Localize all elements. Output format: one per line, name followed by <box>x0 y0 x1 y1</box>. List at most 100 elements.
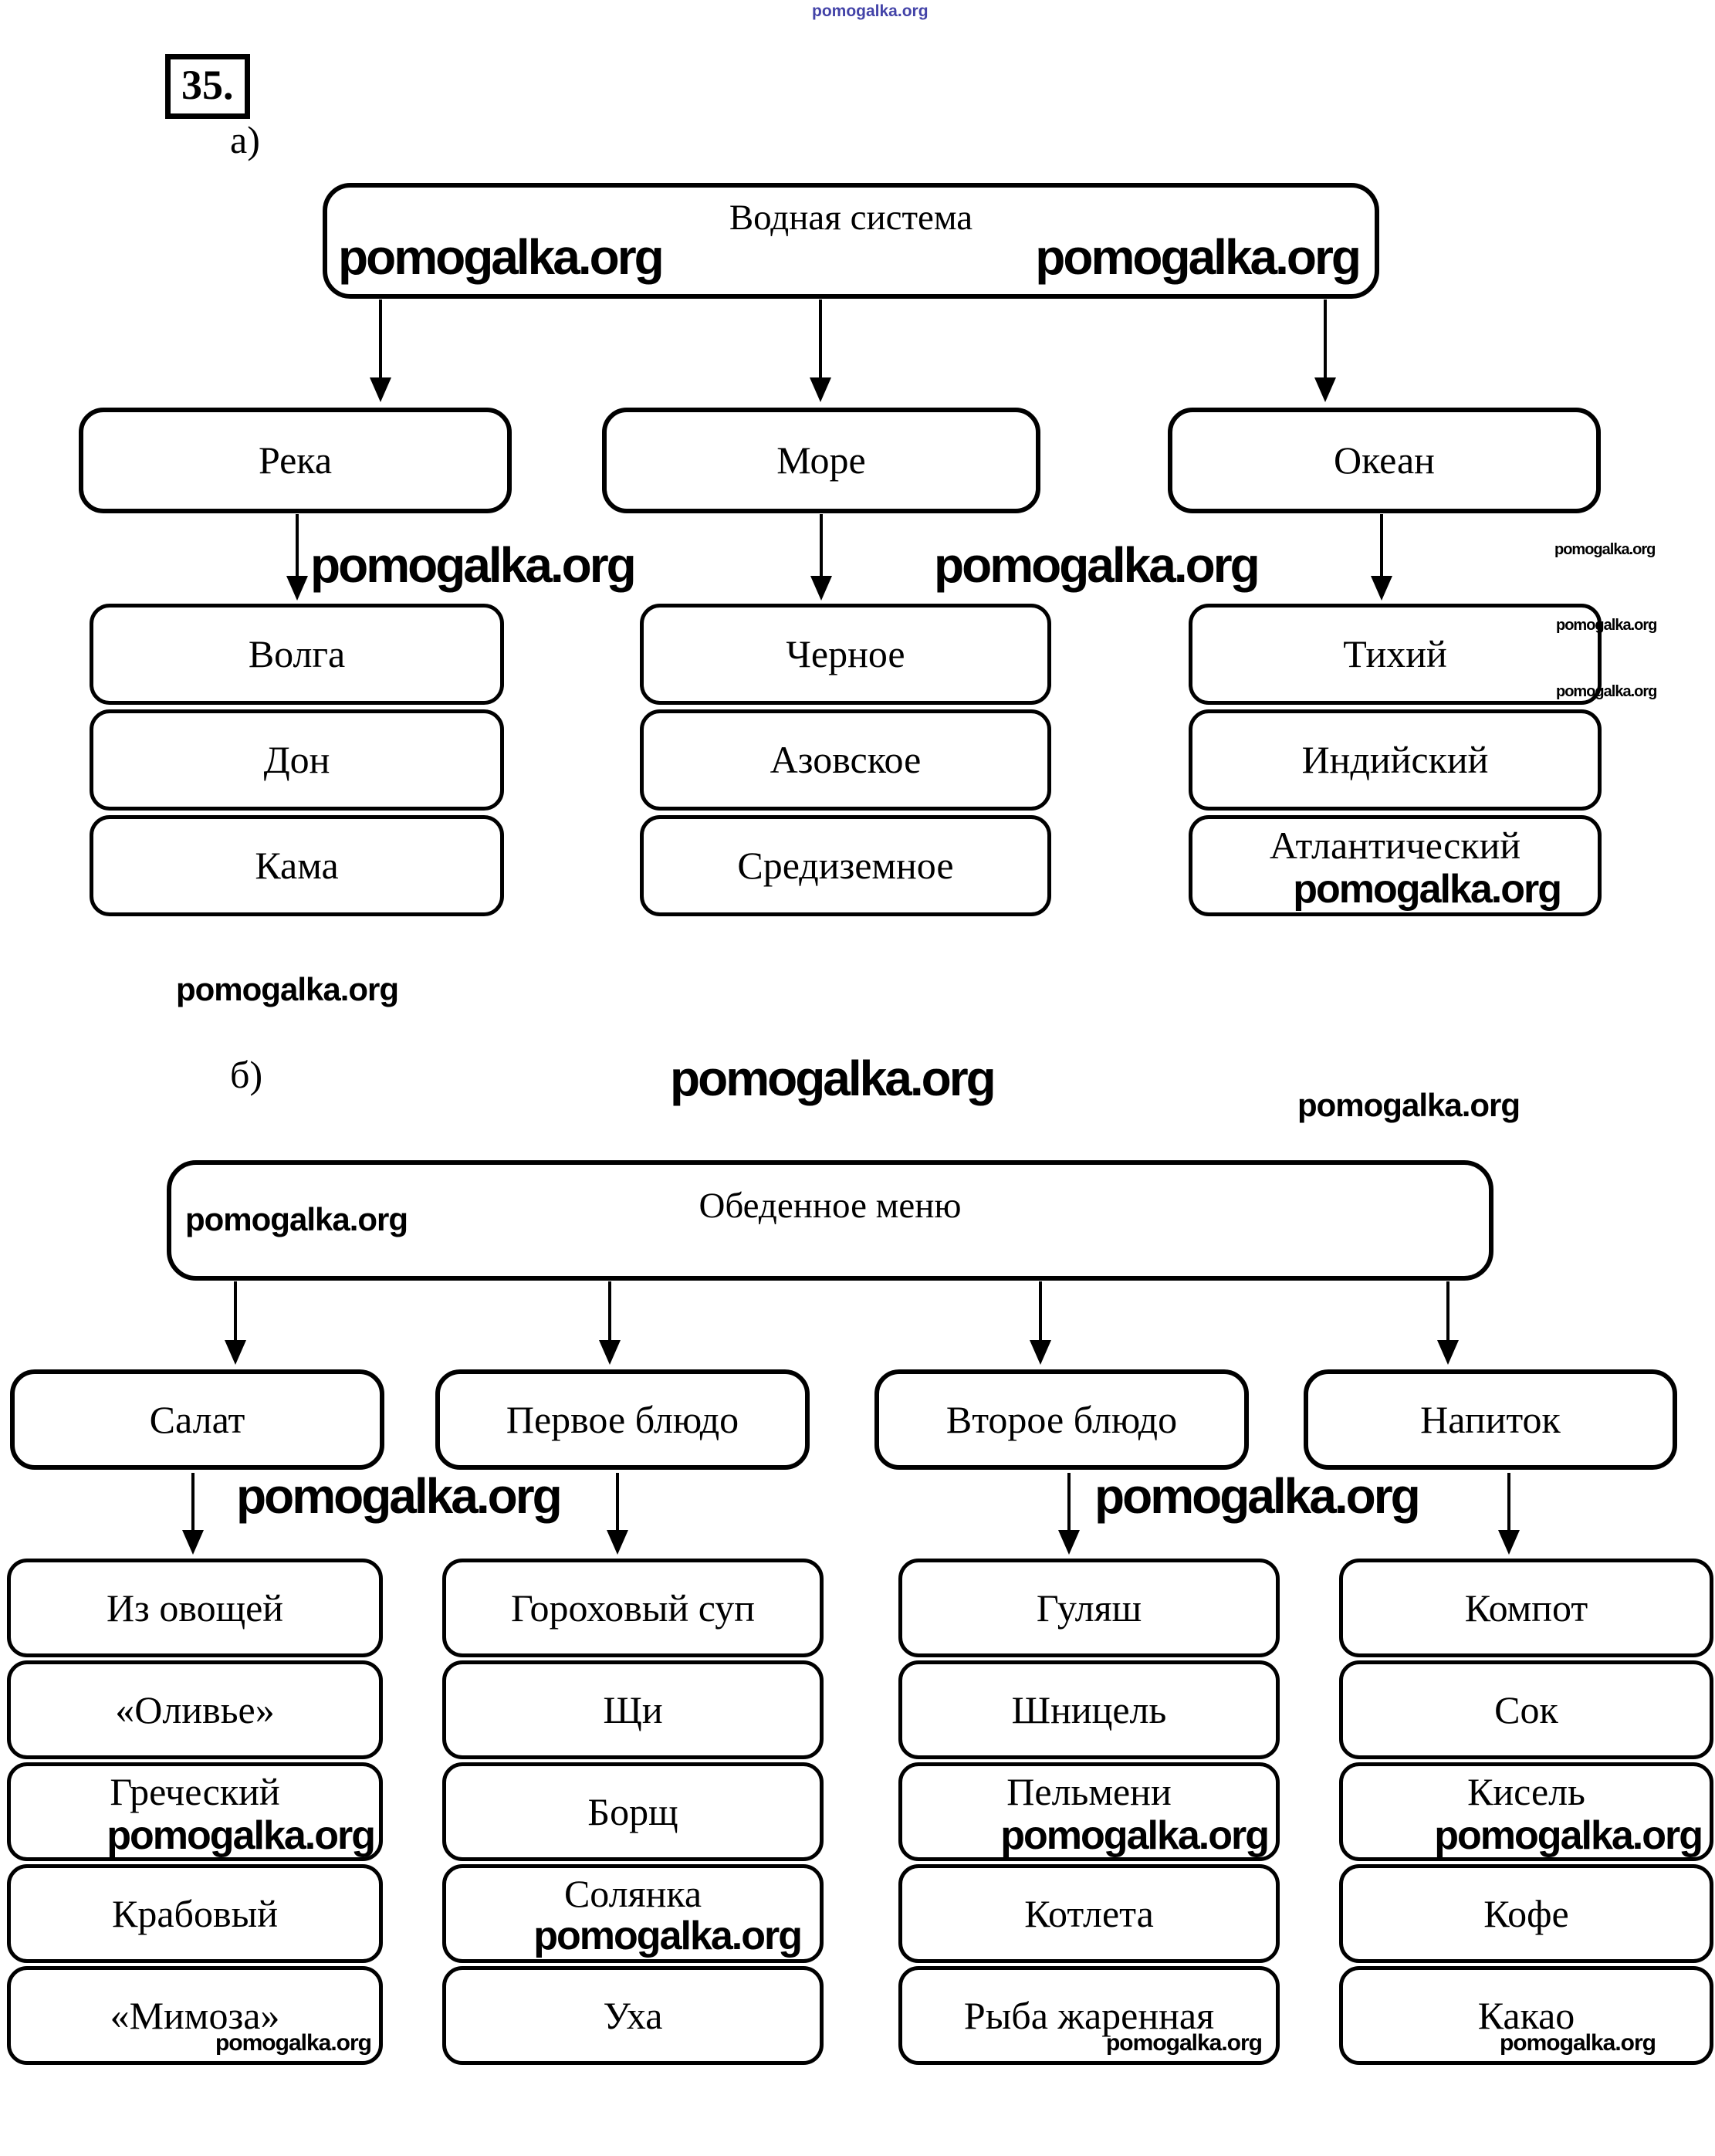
node-root-b: Обеденное меню pomogalka.org <box>167 1160 1493 1281</box>
node-salat-label: Салат <box>149 1397 245 1441</box>
arrow-salat-to-list <box>182 1473 204 1555</box>
leaf-volga: Волга <box>90 604 504 705</box>
node-napitok: Напиток <box>1304 1369 1677 1470</box>
watermark-ryba: pomogalka.org <box>1105 2030 1263 2056</box>
leaf-don: Дон <box>90 709 504 811</box>
node-pervoe-blyudo: Первое блюдо <box>435 1369 810 1470</box>
leaf-chernoe-label: Черное <box>786 632 905 675</box>
leaf-kakao: Какао pomogalka.org <box>1339 1966 1713 2065</box>
leaf-ukha-label: Уха <box>603 1993 663 2037</box>
leaf-ukha: Уха <box>442 1966 824 2065</box>
leaf-gorokhovyy-sup: Гороховый суп <box>442 1559 824 1657</box>
arrow-root-a-to-more <box>810 300 831 402</box>
watermark-atlanticheskiy: pomogalka.org <box>1293 867 1562 912</box>
leaf-kompot: Компот <box>1339 1559 1713 1657</box>
leaf-sredizemnoe-label: Средиземное <box>737 844 954 887</box>
arrow-root-a-to-okean <box>1314 300 1336 402</box>
arrow-okean-to-list <box>1371 514 1392 601</box>
node-pervoe-blyudo-label: Первое блюдо <box>506 1397 739 1441</box>
leaf-kotleta-label: Котлета <box>1024 1891 1154 1935</box>
arrow-vtoroe-to-list <box>1058 1473 1080 1555</box>
watermark-between-center: pomogalka.org <box>670 1051 996 1106</box>
leaf-shchi-label: Щи <box>603 1687 663 1731</box>
leaf-gorokhovyy-sup-label: Гороховый суп <box>510 1586 756 1630</box>
watermark-a-edge-1: pomogalka.org <box>1554 541 1656 558</box>
node-vtoroe-blyudo-label: Второе блюдо <box>945 1397 1178 1441</box>
leaf-sok-label: Сок <box>1494 1687 1558 1731</box>
arrow-root-b-to-salat <box>225 1281 246 1365</box>
watermark-solyanka: pomogalka.org <box>533 1914 803 1958</box>
leaf-grecheskiy-label: Греческий <box>110 1769 280 1813</box>
node-napitok-label: Напиток <box>1420 1397 1561 1441</box>
leaf-kotleta: Котлета <box>898 1864 1280 1963</box>
watermark-between-right: pomogalka.org <box>1297 1087 1520 1123</box>
arrow-root-b-to-vtoroe <box>1030 1281 1051 1365</box>
watermark-between-left: pomogalka.org <box>176 971 399 1007</box>
watermark-root-a-right: pomogalka.org <box>1035 229 1362 285</box>
node-more: Море <box>602 408 1040 513</box>
leaf-pelmeni: Пельмени pomogalka.org <box>898 1762 1280 1861</box>
leaf-kisel-label: Кисель <box>1467 1769 1585 1813</box>
leaf-iz-ovoshchey-label: Из овощей <box>106 1586 284 1630</box>
leaf-gulyash: Гуляш <box>898 1559 1280 1657</box>
leaf-tikhiy-label: Тихий <box>1343 632 1447 675</box>
watermark-a-mid-left: pomogalka.org <box>310 537 637 593</box>
watermark-root-b: pomogalka.org <box>185 1201 408 1237</box>
leaf-pelmeni-label: Пельмени <box>1006 1769 1172 1813</box>
watermark-b-mid-left: pomogalka.org <box>236 1468 563 1524</box>
leaf-kama: Кама <box>90 815 504 916</box>
leaf-kama-label: Кама <box>255 844 339 887</box>
watermark-mimoza: pomogalka.org <box>215 2030 372 2056</box>
node-reka-label: Река <box>258 438 333 482</box>
arrow-reka-to-list <box>286 514 308 601</box>
arrow-pervoe-to-list <box>607 1473 628 1555</box>
leaf-chernoe: Черное <box>640 604 1051 705</box>
leaf-kofe-label: Кофе <box>1483 1891 1569 1935</box>
node-root-b-label: Обеденное меню <box>699 1186 962 1226</box>
leaf-mimoza: «Мимоза» pomogalka.org <box>7 1966 383 2065</box>
leaf-sok: Сок <box>1339 1660 1713 1759</box>
watermark-root-a-left: pomogalka.org <box>338 229 665 285</box>
leaf-kofe: Кофе <box>1339 1864 1713 1963</box>
arrow-root-a-to-reka <box>370 300 391 402</box>
leaf-shnitsel: Шницель <box>898 1660 1280 1759</box>
watermark-grecheskiy: pomogalka.org <box>107 1813 376 1858</box>
leaf-solyanka: Солянка pomogalka.org <box>442 1864 824 1963</box>
watermark-a-mid-right: pomogalka.org <box>934 537 1260 593</box>
leaf-azovskoe: Азовское <box>640 709 1051 811</box>
leaf-krabovyy-label: Крабовый <box>112 1891 278 1935</box>
leaf-borshch: Борщ <box>442 1762 824 1861</box>
node-more-label: Море <box>776 438 866 482</box>
watermark-pelmeni: pomogalka.org <box>1000 1813 1270 1858</box>
leaf-atlanticheskiy-label: Атлантический <box>1269 824 1521 867</box>
watermark-b-mid-right: pomogalka.org <box>1094 1468 1421 1524</box>
arrow-napitok-to-list <box>1498 1473 1520 1555</box>
leaf-ryba-zharennaya: Рыба жаренная pomogalka.org <box>898 1966 1280 2065</box>
leaf-krabovyy: Крабовый <box>7 1864 383 1963</box>
arrow-root-b-to-napitok <box>1437 1281 1459 1365</box>
node-root-a-label: Водная система <box>729 198 973 238</box>
watermark-kakao: pomogalka.org <box>1499 2030 1656 2056</box>
leaf-olivie: «Оливье» <box>7 1660 383 1759</box>
watermark-a-edge-2: pomogalka.org <box>1556 617 1657 634</box>
part-a-label: а) <box>230 118 260 161</box>
leaf-kisel: Кисель pomogalka.org <box>1339 1762 1713 1861</box>
leaf-borshch-label: Борщ <box>587 1789 678 1833</box>
leaf-mimoza-label: «Мимоза» <box>110 1993 280 2037</box>
leaf-indiyskiy: Индийский <box>1189 709 1602 811</box>
leaf-tikhiy: Тихий <box>1189 604 1602 705</box>
arrow-root-b-to-pervoe <box>599 1281 621 1365</box>
leaf-solyanka-label: Солянка <box>563 1871 702 1915</box>
leaf-volga-label: Волга <box>248 632 346 675</box>
leaf-gulyash-label: Гуляш <box>1036 1586 1142 1630</box>
leaf-shchi: Щи <box>442 1660 824 1759</box>
watermark-a-edge-3: pomogalka.org <box>1556 683 1657 700</box>
leaf-iz-ovoshchey: Из овощей <box>7 1559 383 1657</box>
leaf-grecheskiy: Греческий pomogalka.org <box>7 1762 383 1861</box>
arrow-more-to-list <box>810 514 832 601</box>
part-b-label: б) <box>230 1053 263 1096</box>
node-salat: Салат <box>10 1369 384 1470</box>
leaf-azovskoe-label: Азовское <box>770 738 922 781</box>
leaf-atlanticheskiy: Атлантический pomogalka.org <box>1189 815 1602 916</box>
